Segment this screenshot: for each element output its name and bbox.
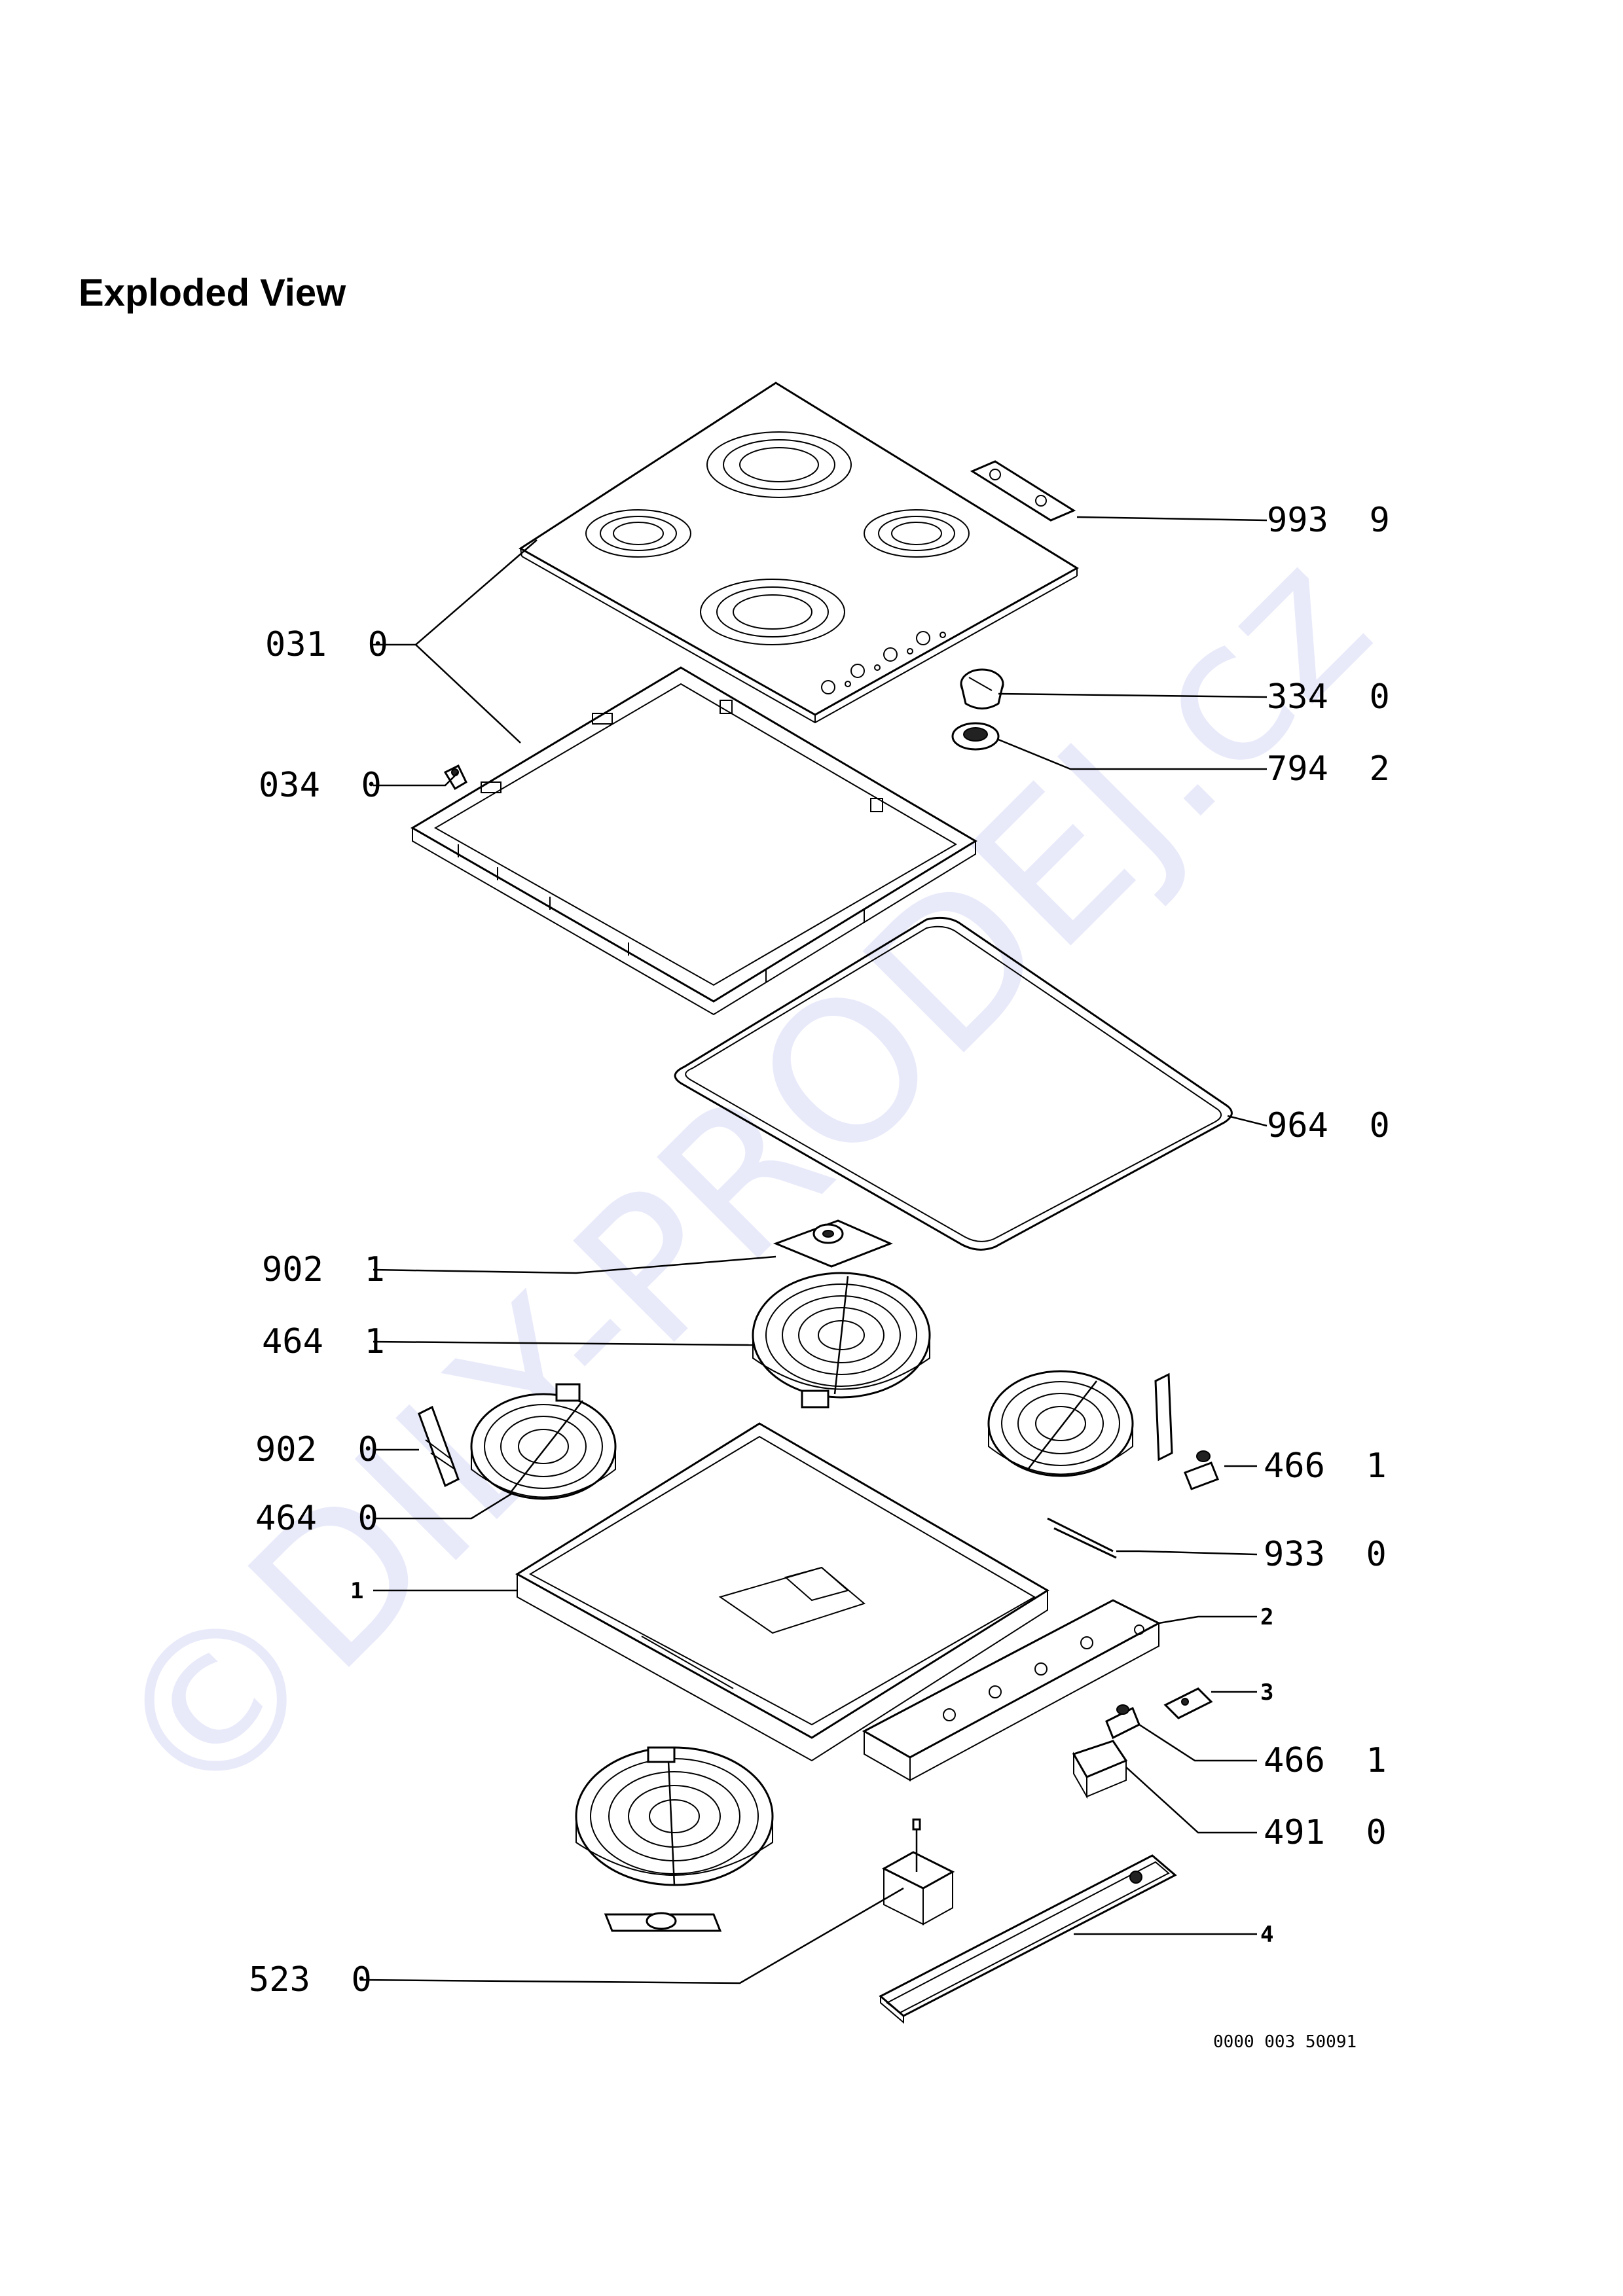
callout-034-0: 034 0 <box>259 766 382 805</box>
terminal-block-491-0 <box>1072 1740 1128 1799</box>
callout-794-2: 794 2 <box>1267 749 1390 789</box>
callout-031-0: 031 0 <box>265 625 388 664</box>
cover-strip <box>879 1854 1177 2024</box>
heater-bracket-right <box>1154 1372 1173 1462</box>
radiant-heater-large-bottom <box>575 1746 774 1886</box>
callout-993-9: 993 9 <box>1267 501 1390 540</box>
callout-2: 2 <box>1260 1604 1273 1630</box>
frame-gasket <box>674 916 1233 1251</box>
heater-bracket-top <box>773 1219 893 1268</box>
radiant-heater-464-1 <box>752 1272 931 1408</box>
switch-part-3 <box>1163 1687 1213 1719</box>
energy-regulator-523-0 <box>881 1818 955 1926</box>
leader-lines <box>359 516 1267 1984</box>
callout-464-0: 464 0 <box>255 1499 378 1538</box>
radiant-heater-small-right <box>987 1370 1134 1477</box>
radiant-heater-small-left <box>470 1383 617 1500</box>
spring-clip-933-0 <box>1047 1517 1117 1559</box>
control-strip <box>862 1599 1161 1782</box>
control-knob <box>960 668 1004 709</box>
terminal-466-1-lower <box>1105 1704 1140 1740</box>
callout-491-0: 491 0 <box>1264 1813 1387 1852</box>
callout-466-1-upper: 466 1 <box>1264 1446 1387 1486</box>
callout-334-0: 334 0 <box>1267 677 1390 717</box>
callout-523-0: 523 0 <box>249 1960 372 2000</box>
fixing-clip <box>443 764 467 791</box>
heater-bracket-bottom <box>604 1912 722 1932</box>
hob-frame <box>410 666 977 1016</box>
callout-3: 3 <box>1260 1679 1273 1706</box>
callout-902-0: 902 0 <box>255 1430 378 1469</box>
glass-ceramic-top <box>519 382 1079 724</box>
knob-seal-ring <box>951 722 1000 751</box>
heater-bracket-left <box>418 1405 460 1488</box>
callout-466-1-lower: 466 1 <box>1264 1741 1387 1780</box>
terminal-466-1-upper <box>1184 1450 1219 1490</box>
callout-labels: 993 9 031 0 334 0 794 2 034 0 964 0 902 … <box>249 501 1390 2000</box>
drawing-code: 0000 003 50091 <box>1213 2032 1357 2052</box>
callout-964-0: 964 0 <box>1267 1106 1390 1145</box>
page-title: Exploded View <box>79 272 346 314</box>
callout-1: 1 <box>350 1578 363 1604</box>
callout-933-0: 933 0 <box>1264 1535 1387 1574</box>
base-tray <box>515 1422 1049 1762</box>
callout-464-1: 464 1 <box>262 1322 385 1361</box>
top-bracket <box>970 460 1076 522</box>
callout-4: 4 <box>1260 1922 1273 1948</box>
callout-902-1: 902 1 <box>262 1250 385 1289</box>
